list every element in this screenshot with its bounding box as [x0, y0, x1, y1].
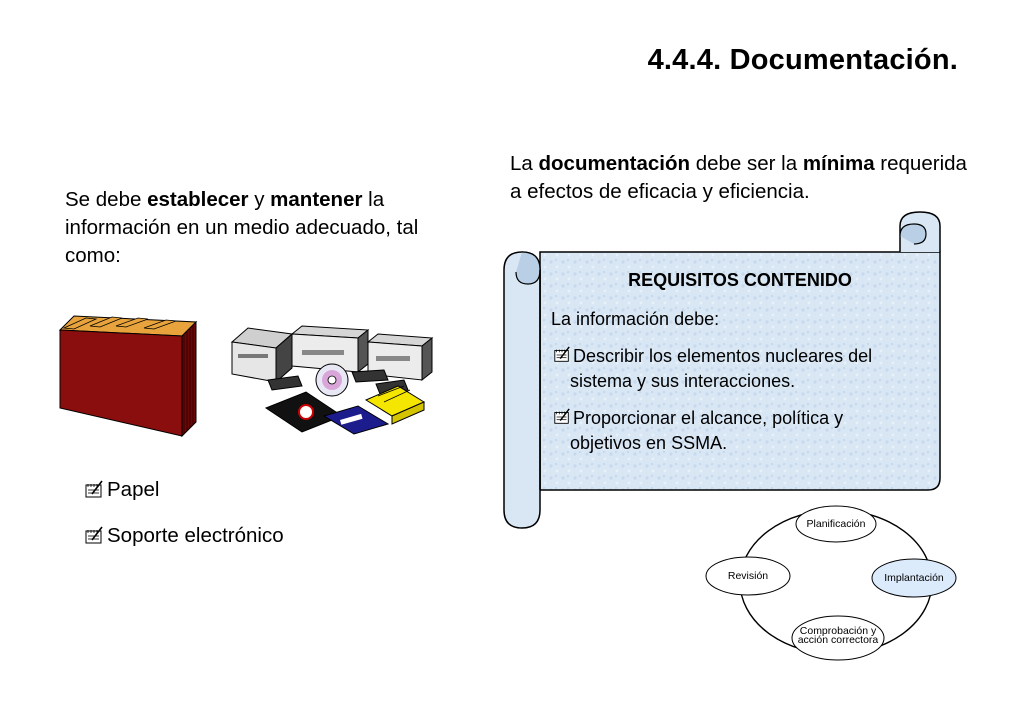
cycle-label-revision: Revisión	[727, 570, 769, 582]
cycle-label-planificacion: Planificación	[806, 518, 866, 530]
media-item-label: Soporte electrónico	[107, 524, 284, 547]
media-item-electronic: Soporte electrónico	[84, 524, 284, 548]
cycle-node-planificacion	[795, 505, 877, 543]
cycle-node-implantacion	[871, 558, 957, 598]
cycle-node-comprobacion	[791, 615, 885, 661]
requirements-scroll	[503, 211, 941, 529]
cycle-label-comprobacion-1: Comprobación y	[799, 625, 877, 637]
notepad-pencil-icon	[554, 346, 570, 362]
cycle-label-implantacion: Implantación	[884, 572, 944, 584]
cycle-label-comprobacion-2: acción correctora	[797, 634, 879, 646]
left-paragraph: Se debe establecer y mantener la informa…	[65, 188, 419, 267]
notepad-pencil-icon	[85, 526, 103, 544]
page-title: 4.4.4. Documentación.	[647, 44, 958, 76]
requirement-item: Proporcionar el alcance, política y obje…	[553, 406, 933, 456]
electronic-media-illustration	[230, 325, 434, 435]
pdca-cycle-diagram	[705, 505, 957, 661]
scroll-intro: La información debe:	[551, 309, 720, 329]
media-item-paper: Papel	[84, 478, 159, 502]
requirement-item: Describir los elementos nucleares del si…	[553, 344, 933, 394]
notepad-pencil-icon	[554, 408, 570, 424]
notepad-pencil-icon	[85, 480, 103, 498]
cycle-node-revision	[705, 556, 791, 596]
right-paragraph: La documentación debe ser la mínima requ…	[510, 152, 967, 203]
scroll-heading: REQUISITOS CONTENIDO	[628, 270, 852, 290]
file-folders-illustration	[58, 315, 198, 438]
media-item-label: Papel	[107, 478, 160, 501]
